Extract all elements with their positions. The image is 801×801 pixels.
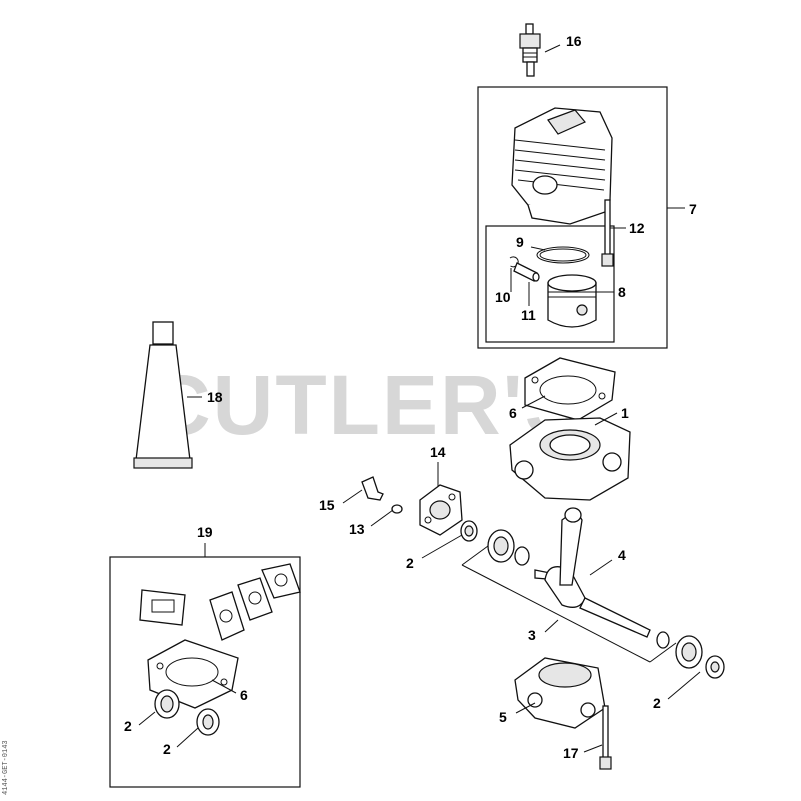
piston-pin <box>513 262 540 282</box>
oil-seal-kit-a <box>154 689 180 719</box>
cylinder-gasket <box>524 357 616 421</box>
callout-2: 2 <box>406 555 414 571</box>
crankcase-half-upper <box>509 417 631 501</box>
callout-9: 9 <box>516 234 524 250</box>
callout-15: 15 <box>319 497 335 513</box>
callout-5: 5 <box>499 709 507 725</box>
spark-plug <box>519 23 541 77</box>
crankshaft <box>534 507 651 638</box>
piston-ring-inner <box>539 248 587 262</box>
muffler-gasket <box>139 589 186 626</box>
callout-10: 10 <box>495 289 511 305</box>
crankcase-screw <box>599 705 612 770</box>
oil-seal-lower <box>656 631 670 649</box>
callout-4: 4 <box>618 547 626 563</box>
hex-nut <box>391 504 403 514</box>
intake-manifold <box>419 484 463 536</box>
piston <box>547 274 597 328</box>
cylinder-kit-box <box>477 86 668 349</box>
callout-2: 2 <box>653 695 661 711</box>
circlip <box>509 256 519 268</box>
callout-13: 13 <box>349 521 365 537</box>
callout-6: 6 <box>509 405 517 421</box>
side-reference-code: 4144-GET-0143 <box>2 740 10 795</box>
callout-6: 6 <box>240 687 248 703</box>
crankcase-half-lower <box>514 657 606 729</box>
oil-seal-kit-b <box>196 708 220 736</box>
bearing-lower-right <box>705 655 725 679</box>
grease-tube <box>133 321 193 469</box>
callout-11: 11 <box>521 307 536 323</box>
carburetor-gasket-b <box>237 577 273 621</box>
callout-18: 18 <box>207 389 223 405</box>
callout-12: 12 <box>629 220 645 236</box>
leader-lines <box>138 44 701 753</box>
carburetor-gasket-a <box>209 591 245 641</box>
callout-17: 17 <box>563 745 579 761</box>
bearing-lower <box>675 635 703 669</box>
callout-1: 1 <box>621 405 629 421</box>
callout-2: 2 <box>124 718 132 734</box>
piston-ring <box>536 246 590 264</box>
cylinder <box>511 107 613 225</box>
callout-8: 8 <box>618 284 626 300</box>
callout-2: 2 <box>163 741 171 757</box>
bearing-upper <box>487 529 515 563</box>
callout-16: 16 <box>566 33 582 49</box>
callout-19: 19 <box>197 524 213 540</box>
bearing-upper-left <box>460 520 478 542</box>
clip <box>361 476 384 501</box>
oil-seal-upper <box>514 546 530 566</box>
callout-7: 7 <box>689 201 697 217</box>
carburetor-gasket-c <box>261 563 301 599</box>
callout-14: 14 <box>430 444 446 460</box>
callout-3: 3 <box>528 627 536 643</box>
watermark: CUTLER'S <box>150 358 583 452</box>
piston-kit-box <box>485 225 615 343</box>
